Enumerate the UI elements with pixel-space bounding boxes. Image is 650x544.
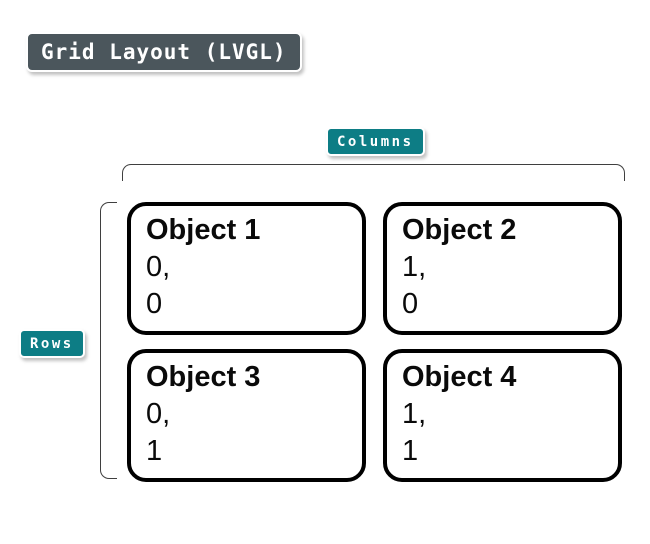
grid-cell-object-2: Object 2 1, 0 bbox=[383, 202, 622, 335]
grid-container: Object 1 0, 0 Object 2 1, 0 Object 3 0, … bbox=[127, 202, 622, 482]
cell-col-index: 1, bbox=[402, 398, 427, 430]
cell-row-index: 0 bbox=[402, 288, 419, 320]
cell-title: Object 3 bbox=[146, 361, 261, 393]
cell-row-index: 1 bbox=[402, 435, 419, 467]
grid-cell-object-3: Object 3 0, 1 bbox=[127, 349, 366, 482]
columns-label-badge: Columns bbox=[326, 127, 425, 156]
cell-row-index: 1 bbox=[146, 435, 163, 467]
cell-col-index: 0, bbox=[146, 251, 171, 283]
cell-col-index: 0, bbox=[146, 398, 171, 430]
grid-cell-object-4: Object 4 1, 1 bbox=[383, 349, 622, 482]
cell-title: Object 1 bbox=[146, 214, 261, 246]
columns-label: Columns bbox=[337, 133, 414, 150]
grid-cell-object-1: Object 1 0, 0 bbox=[127, 202, 366, 335]
rows-bracket bbox=[100, 202, 117, 479]
rows-label: Rows bbox=[30, 335, 74, 352]
cell-col-index: 1, bbox=[402, 251, 427, 283]
rows-label-badge: Rows bbox=[19, 329, 85, 358]
cell-title: Object 2 bbox=[402, 214, 517, 246]
title-badge-label: Grid Layout (LVGL) bbox=[41, 40, 287, 64]
cell-title: Object 4 bbox=[402, 361, 517, 393]
cell-row-index: 0 bbox=[146, 288, 163, 320]
title-badge: Grid Layout (LVGL) bbox=[26, 32, 302, 72]
columns-bracket bbox=[122, 164, 625, 181]
